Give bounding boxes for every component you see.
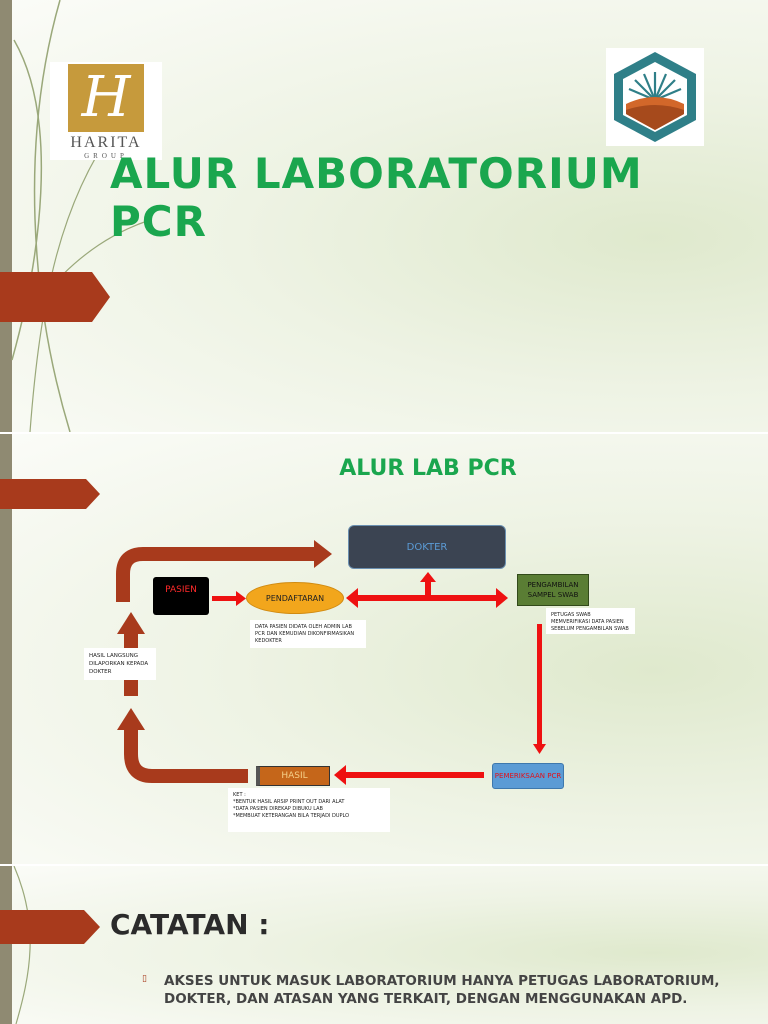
flowchart-title: ALUR LAB PCR xyxy=(339,456,517,481)
harita-logo-initial: H xyxy=(81,65,131,130)
node-pengambilan-label: PENGAMBILAN SAMPEL SWAB xyxy=(527,581,579,599)
note-keterangan: KET : *BENTUK HASIL ARSIP PRINT OUT DARI… xyxy=(228,788,390,832)
notes-title: CATATAN : xyxy=(110,908,270,941)
note-pendaftaran: DATA PASIEN DIDATA OLEH ADMIN LAB PCR DA… xyxy=(250,620,366,648)
slide-notes: CATATAN : ▯ AKSES UNTUK MASUK LABORATORI… xyxy=(0,866,768,1024)
note-petugas-swab: PETUGAS SWAB MEMVERIFIKASI DATA PASIEN S… xyxy=(546,608,635,634)
node-hasil-label: HASIL xyxy=(281,770,308,781)
hexagon-sunrise-logo xyxy=(606,48,704,146)
node-pengambilan-swab: PENGAMBILAN SAMPEL SWAB xyxy=(517,574,589,606)
node-pemeriksaan-pcr: PEMERIKSAAN PCR xyxy=(492,763,564,789)
slide-tab-marker xyxy=(0,272,110,322)
left-bar xyxy=(0,866,12,1024)
node-pemeriksaan-label: PEMERIKSAAN PCR xyxy=(494,772,562,780)
note-ket-2: *DATA PASIEN DIREKAP DIBUKU LAB xyxy=(233,806,323,812)
node-pasien-label: PASIEN xyxy=(165,585,197,595)
node-pasien: PASIEN xyxy=(153,577,209,615)
harita-group-logo: H HARITA GROUP xyxy=(50,62,162,160)
node-dokter: DOKTER xyxy=(348,525,506,569)
note-hasil-langsung: HASIL LANGSUNG DILAPORKAN KEPADA DOKTER xyxy=(84,648,156,680)
left-bar xyxy=(0,434,12,864)
bullet-icon: ▯ xyxy=(142,974,147,984)
harita-logo-square xyxy=(68,64,144,132)
note-ket-title: KET : xyxy=(233,792,246,798)
notes-bullet-text: AKSES UNTUK MASUK LABORATORIUM HANYA PET… xyxy=(164,973,720,1007)
slide-tab-marker xyxy=(0,479,100,509)
slide-tab-marker xyxy=(0,910,100,944)
main-title: ALUR LABORATORIUM PCR xyxy=(110,149,643,246)
slide-title: H HARITA GROUP ALUR LABORATORIUM PCR xyxy=(0,0,768,432)
decorative-curves xyxy=(13,866,31,1024)
node-pendaftaran-label: PENDAFTARAN xyxy=(265,593,325,603)
slide-flowchart: ALUR LAB PCR DOKTER PASIEN PENDAF xyxy=(0,434,768,864)
harita-logo-name: HARITA xyxy=(70,134,142,151)
note-ket-3: *MEMBUAT KETERANGAN BILA TERJADI DUPLO xyxy=(233,813,350,819)
note-ket-1: *BENTUK HASIL ARSIP PRINT OUT DARI ALAT xyxy=(233,799,345,805)
left-bar xyxy=(0,0,12,432)
node-dokter-label: DOKTER xyxy=(406,541,448,553)
node-pendaftaran: PENDAFTARAN xyxy=(246,582,344,614)
harita-logo-sub: GROUP xyxy=(84,152,128,160)
node-hasil: HASIL xyxy=(256,766,330,786)
